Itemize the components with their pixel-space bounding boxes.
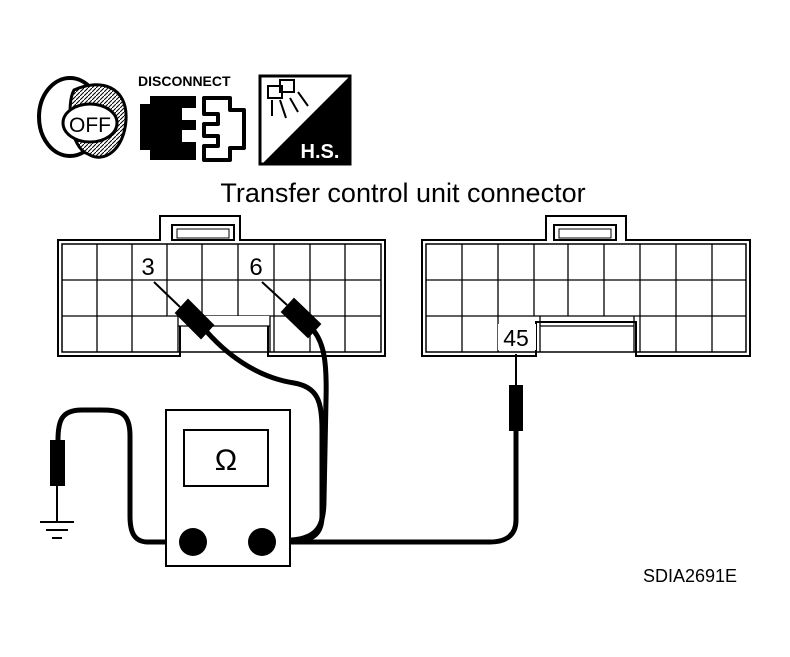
connector-title: Transfer control unit connector (220, 178, 585, 208)
meter-terminal-left (179, 528, 207, 556)
connector-left (57, 215, 386, 357)
probe-ground (50, 440, 65, 522)
wire-ground-lead (55, 407, 195, 545)
disconnect-label: DISCONNECT (138, 73, 231, 89)
connector-left-grid (62, 244, 381, 352)
ohmmeter: Ω (165, 409, 291, 567)
probe-terminal-45 (509, 354, 523, 431)
ground-symbol (40, 521, 74, 539)
terminal-6-label: 6 (249, 254, 262, 281)
wire-terminal-45 (269, 427, 519, 545)
ignition-off-label: OFF (69, 114, 111, 137)
ohmmeter-display (183, 429, 269, 487)
ohm-symbol: Ω (215, 444, 237, 477)
terminal-45-label: 45 (503, 325, 529, 351)
disconnect-icon: DISCONNECT (138, 73, 246, 162)
connector-right (421, 215, 751, 357)
harness-side-label: H.S. (301, 141, 340, 163)
ignition-off-icon: OFF (37, 76, 128, 159)
harness-side-icon: H.S. (258, 74, 352, 166)
connector-right-grid (426, 244, 746, 352)
meter-terminal-right (248, 528, 276, 556)
terminal-3-label: 3 (141, 254, 154, 281)
diagram-code: SDIA2691E (643, 566, 737, 586)
probe-terminal-6 (261, 281, 322, 339)
wire-terminal-6 (289, 328, 329, 543)
probe-terminal-3 (153, 281, 215, 340)
